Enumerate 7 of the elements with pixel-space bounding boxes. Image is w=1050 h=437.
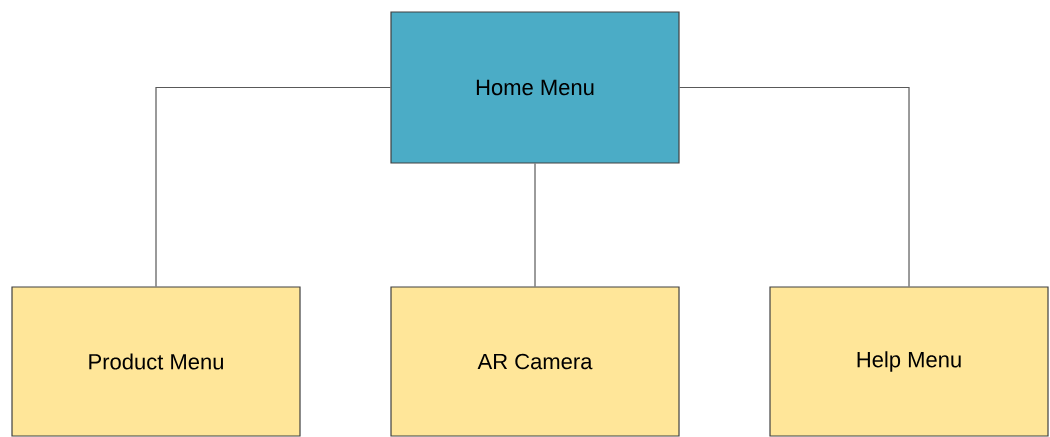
menu-box: Help Menu <box>769 286 1049 437</box>
connector-line <box>679 86 910 287</box>
connector-line <box>534 163 536 287</box>
menu-box: AR Camera <box>390 286 680 437</box>
connector-line <box>155 86 391 287</box>
menu-box: Home Menu <box>390 11 680 164</box>
menu-box: Product Menu <box>11 286 301 437</box>
